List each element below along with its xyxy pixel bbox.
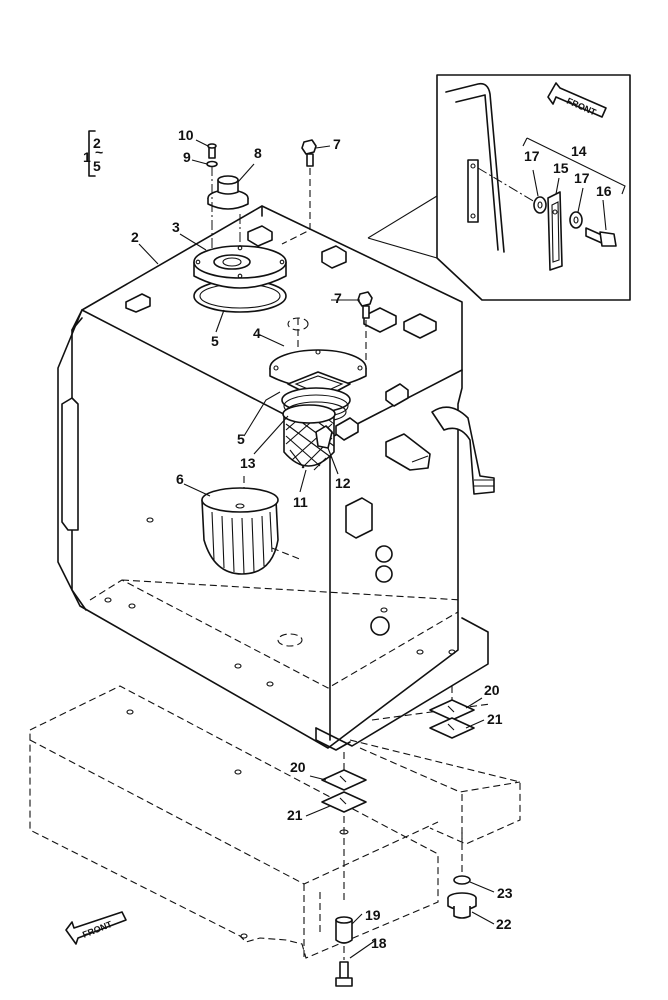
- side-slot: [61, 397, 79, 531]
- callout-c9: 9: [183, 149, 191, 165]
- callout-c14: 14: [571, 143, 587, 159]
- callout-c17b: 17: [574, 170, 590, 186]
- valve-icon: [315, 425, 333, 449]
- leader-lines: [138, 139, 607, 959]
- callout-c20b: 20: [290, 759, 306, 775]
- port-fitting: [375, 545, 393, 563]
- front-arrow-detail-icon: FRONT: [547, 82, 607, 118]
- mount-block: [363, 307, 397, 333]
- callout-c6: 6: [176, 471, 184, 487]
- bolt-icon: [339, 961, 349, 979]
- shims-lower: [321, 752, 367, 900]
- callout-c7a: 7: [333, 136, 341, 152]
- callout-c13: 13: [240, 455, 256, 471]
- o-ring-icon: [453, 875, 471, 885]
- shims-upper: [429, 686, 475, 739]
- callout-c16: 16: [596, 183, 612, 199]
- callout-c10: 10: [178, 127, 194, 143]
- sight-bracket: [467, 159, 479, 223]
- bolt-icon: [301, 139, 317, 155]
- callout-c7b: 7: [334, 290, 342, 306]
- mount-bracket: [321, 245, 347, 269]
- washer-icon: [569, 211, 583, 229]
- tank-body: [57, 205, 495, 751]
- bolt-7-top: [281, 139, 317, 245]
- bolt-7-mid: [357, 291, 373, 360]
- callout-c12: 12: [335, 475, 351, 491]
- callout-c18: 18: [371, 935, 387, 951]
- filler-assembly: [193, 143, 287, 313]
- callout-c19: 19: [365, 907, 381, 923]
- callout-c5a: 5: [93, 158, 101, 174]
- mount-block: [403, 313, 437, 339]
- callout-c21a: 21: [487, 711, 503, 727]
- suction-pipe: [385, 433, 431, 471]
- callout-c8: 8: [254, 145, 262, 161]
- washer-icon: [533, 196, 547, 214]
- drain-plug-assembly: [447, 832, 477, 919]
- callout-c2tilde: ~: [95, 144, 103, 160]
- detail-inset: FRONT: [367, 74, 631, 301]
- callout-c15: 15: [553, 160, 569, 176]
- callout-c1: 1: [83, 149, 91, 165]
- callout-c17a: 17: [524, 148, 540, 164]
- return-pipe: [431, 406, 495, 495]
- callout-c5b: 5: [211, 333, 219, 349]
- drain-port: [370, 616, 390, 636]
- filter-element: [201, 476, 303, 575]
- mount-bracket: [385, 383, 409, 407]
- washer-icon: [206, 160, 218, 168]
- callout-c2a: 2: [93, 135, 101, 151]
- filter-assembly: [269, 317, 367, 471]
- mount-bracket: [335, 417, 359, 441]
- callout-c20a: 20: [484, 682, 500, 698]
- mount-bracket: [247, 225, 273, 247]
- callout-c22: 22: [496, 916, 512, 932]
- callout-c21b: 21: [287, 807, 303, 823]
- front-arrow-main-icon: FRONT: [65, 911, 127, 945]
- callout-c4: 4: [253, 325, 261, 341]
- side-bracket: [345, 497, 373, 539]
- bolt-icon: [357, 291, 373, 307]
- callout-c23: 23: [497, 885, 513, 901]
- strainer-icon: [283, 413, 335, 467]
- mount-bracket: [125, 293, 151, 313]
- drain-plug-icon: [453, 906, 471, 919]
- group-bracket: [88, 130, 96, 177]
- filter-element-icon: [201, 487, 279, 513]
- callout-c11: 11: [293, 494, 308, 510]
- spacer-and-bolt: [335, 916, 353, 987]
- spacer-icon: [335, 919, 353, 944]
- callout-c2: 2: [131, 229, 139, 245]
- port-fitting: [375, 565, 393, 583]
- callout-labels: 12~5234556778910111213141516171718192020…: [83, 127, 612, 951]
- callout-c5c: 5: [237, 431, 245, 447]
- callout-c3: 3: [172, 219, 180, 235]
- bolt-icon: [599, 231, 617, 247]
